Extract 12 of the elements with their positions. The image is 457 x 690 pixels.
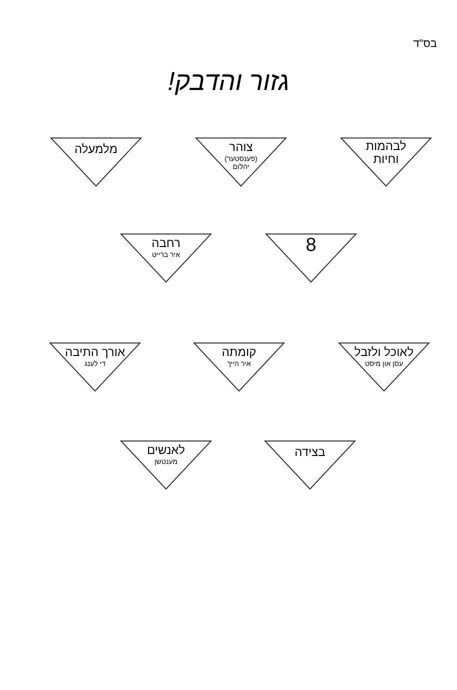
card-title: רחבה (150, 237, 182, 250)
card-title: בצידה (294, 446, 326, 460)
card-title: מלמעלה (73, 143, 119, 156)
card-title: אורך התיבה (64, 346, 126, 360)
card-title: לאנשים (146, 444, 186, 458)
corner-note: בס"ד (413, 38, 437, 50)
card-title: לאוכל ולזבל (353, 346, 415, 360)
card-title: לבהמות וחיות (364, 140, 408, 166)
card-title: 8 (304, 236, 318, 257)
card-title: צוהר (228, 141, 254, 154)
title: גזור והדבק! (166, 66, 290, 97)
card-title: קומתה (220, 346, 258, 360)
